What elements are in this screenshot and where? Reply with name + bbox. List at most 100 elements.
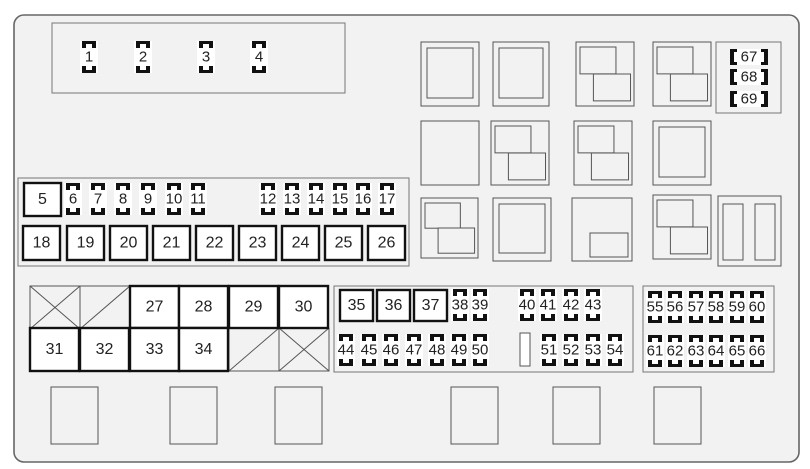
fuse-number-label: 60: [749, 299, 766, 316]
small-fuse: 6: [64, 183, 82, 215]
large-fuse: 30: [277, 284, 330, 330]
fuse-number-label: 41: [540, 297, 557, 314]
fuse-number-label: 9: [144, 191, 152, 208]
small-fuse: 65: [728, 335, 746, 367]
small-fuse: 55: [646, 291, 664, 323]
fuse-number-label: 68: [741, 69, 758, 86]
fuse-number-label: 31: [46, 341, 64, 358]
fuse-number-label: 48: [429, 342, 446, 359]
fuse-number-label: 11: [190, 191, 206, 208]
small-fuse: 52: [562, 334, 580, 366]
fuse-number-label: 28: [195, 299, 213, 316]
fuse-number-label: 21: [163, 235, 181, 252]
small-fuse: 56: [666, 291, 684, 323]
small-fuse: 47: [405, 334, 423, 366]
empty-slot: [79, 285, 131, 330]
fuse-number-label: 7: [94, 191, 102, 208]
small-fuse: 4: [250, 41, 268, 73]
relay: [420, 41, 480, 107]
corner-fuse: 67: [730, 49, 768, 66]
small-fuse: 63: [687, 335, 705, 367]
relay: [573, 120, 633, 186]
small-fuse: 8: [114, 183, 132, 215]
large-fuse: 25: [323, 224, 364, 262]
empty-socket: [50, 386, 99, 445]
blank-slot: [519, 332, 531, 367]
middle-fuse-panel: [333, 285, 634, 373]
top-fuse-panel: [51, 22, 346, 94]
empty-socket: [450, 386, 499, 445]
fuse-number-label: 3: [202, 49, 210, 66]
fuse-number-label: 69: [741, 91, 758, 108]
fuse-number-label: 53: [585, 342, 602, 359]
fuse-number-label: 22: [206, 235, 224, 252]
corner-fuse: 69: [730, 91, 768, 108]
small-fuse: 45: [360, 334, 378, 366]
empty-slot: [228, 327, 280, 372]
fuse-number-label: 67: [741, 49, 758, 66]
fuse-number-label: 59: [729, 299, 746, 316]
fuse-number-label: 18: [33, 235, 51, 252]
fuse-number-label: 65: [729, 343, 746, 360]
relay: [492, 197, 552, 262]
fuse-number-label: 10: [166, 191, 183, 208]
fuse-number-label: 32: [96, 341, 114, 358]
small-fuse: 50: [471, 334, 489, 366]
main-fuse-panel: [17, 177, 410, 267]
fuse-number-label: 35: [348, 297, 366, 314]
small-fuse: 3: [197, 41, 215, 73]
large-fuse: 29: [227, 284, 280, 330]
small-fuse: 54: [606, 334, 624, 366]
small-fuse: 39: [471, 289, 489, 321]
empty-socket: [274, 386, 323, 445]
fuse-number-label: 16: [355, 191, 372, 208]
fuse-number-label: 1: [85, 49, 93, 66]
empty-slot: [278, 327, 330, 372]
fuse-number-label: 52: [563, 342, 580, 359]
fuse-number-label: 51: [541, 342, 558, 359]
small-fuse: 49: [450, 334, 468, 366]
fuse-number-label: 27: [146, 299, 164, 316]
fuse-number-label: 63: [688, 343, 705, 360]
fuse-number-label: 30: [295, 299, 313, 316]
fuse-number-label: 5: [38, 191, 47, 208]
fuse-number-label: 14: [308, 191, 325, 208]
relay-slot: [420, 120, 480, 186]
large-fuse: 36: [375, 288, 412, 323]
relay: [717, 195, 782, 267]
fuse-number-label: 8: [119, 191, 127, 208]
fuse-number-label: 58: [708, 299, 725, 316]
small-fuse: 57: [687, 291, 705, 323]
small-fuse: 60: [748, 291, 766, 323]
small-fuse: 10: [165, 183, 183, 215]
fuse-number-label: 55: [647, 299, 664, 316]
corner-fuse-panel: [715, 41, 782, 114]
fuse-number-label: 38: [452, 297, 469, 314]
fuse-number-label: 49: [451, 342, 468, 359]
small-fuse: 59: [728, 291, 746, 323]
small-fuse: 14: [307, 183, 325, 215]
fuse-number-label: 42: [563, 297, 580, 314]
small-fuse: 48: [428, 334, 446, 366]
large-fuse: 22: [194, 224, 235, 262]
fuse-number-label: 26: [378, 235, 396, 252]
relay: [490, 120, 550, 186]
fuse-number-label: 23: [249, 235, 267, 252]
large-fuse: 23: [237, 224, 278, 262]
relay: [571, 197, 633, 262]
fuse-number-label: 47: [406, 342, 423, 359]
fuse-number-label: 39: [472, 297, 489, 314]
large-fuse: 21: [151, 224, 192, 262]
small-fuse: 17: [378, 183, 396, 215]
fuse-number-label: 45: [361, 342, 378, 359]
small-fuse: 64: [707, 335, 725, 367]
fuse-number-label: 25: [335, 235, 353, 252]
large-fuse: 35: [338, 288, 375, 323]
small-fuse: 53: [584, 334, 602, 366]
large-fuse: 20: [108, 224, 149, 262]
small-fuse: 66: [748, 335, 766, 367]
right-fuse-panel: [642, 285, 775, 373]
relay: [420, 197, 479, 259]
empty-socket: [169, 386, 218, 445]
